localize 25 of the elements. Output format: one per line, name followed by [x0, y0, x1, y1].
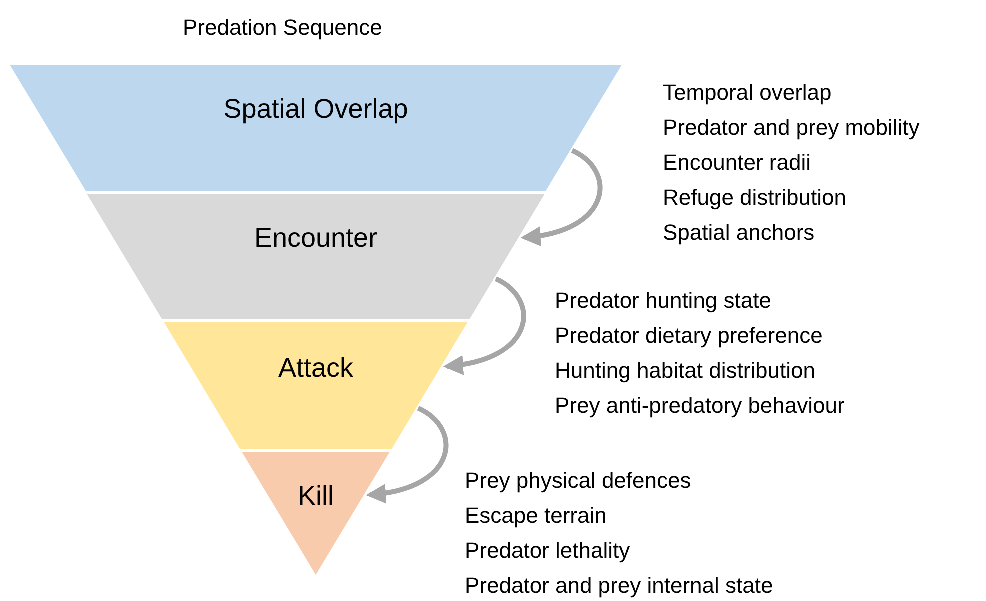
funnel-band — [10, 65, 622, 191]
factor-text: Predator and prey internal state — [465, 573, 774, 599]
funnel-band — [164, 322, 468, 449]
factor-text: Temporal overlap — [663, 80, 832, 106]
curved-arrow — [366, 406, 449, 503]
stage-label: Attack — [278, 353, 354, 383]
factor-text: Predator lethality — [465, 538, 630, 564]
factor-text: Encounter radii — [663, 150, 811, 176]
curved-arrow — [443, 276, 526, 374]
diagram-title: Predation Sequence — [183, 15, 382, 41]
factor-text: Predator hunting state — [555, 288, 772, 314]
factor-text: Refuge distribution — [663, 185, 846, 211]
funnel-band — [242, 452, 390, 575]
curved-arrow — [520, 148, 603, 246]
stage-label: Spatial Overlap — [224, 94, 408, 124]
factor-text: Spatial anchors — [663, 220, 815, 246]
factor-text: Escape terrain — [465, 503, 607, 529]
factor-text: Predator dietary preference — [555, 323, 823, 349]
stage-label: Kill — [298, 481, 334, 511]
factor-text: Hunting habitat distribution — [555, 358, 816, 384]
factor-text: Prey physical defences — [465, 468, 692, 494]
stage-label: Encounter — [254, 223, 378, 253]
factor-text: Prey anti-predatory behaviour — [555, 393, 845, 419]
funnel-band — [87, 194, 545, 319]
factor-text: Predator and prey mobility — [663, 115, 920, 141]
